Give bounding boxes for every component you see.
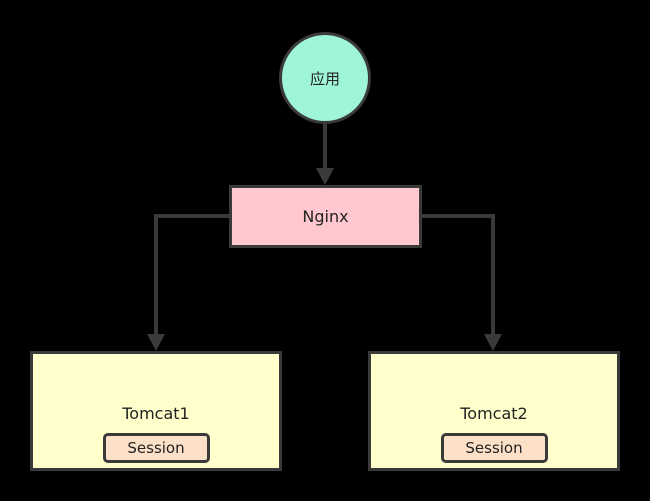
arrowhead-icon bbox=[316, 168, 334, 185]
tomcat1-node-label: Tomcat1 bbox=[122, 404, 190, 423]
tomcat2-session-label: Session bbox=[465, 439, 523, 457]
tomcat2-node: Tomcat2 Session bbox=[368, 351, 620, 471]
edge-app-to-nginx bbox=[316, 124, 334, 185]
tomcat2-node-label: Tomcat2 bbox=[460, 404, 528, 423]
tomcat1-node: Tomcat1 Session bbox=[30, 351, 282, 471]
edge-nginx-to-tomcat2 bbox=[422, 214, 502, 351]
arrowhead-icon bbox=[484, 334, 502, 351]
app-node-label: 应用 bbox=[309, 69, 340, 88]
nginx-node: Nginx bbox=[229, 185, 422, 248]
tomcat1-session-label: Session bbox=[127, 439, 185, 457]
edge-nginx-to-tomcat1 bbox=[147, 214, 229, 351]
app-node: 应用 bbox=[279, 32, 371, 124]
tomcat1-session-box: Session bbox=[102, 433, 210, 463]
arrowhead-icon bbox=[147, 334, 165, 351]
nginx-node-label: Nginx bbox=[302, 207, 349, 226]
tomcat2-session-box: Session bbox=[440, 433, 548, 463]
